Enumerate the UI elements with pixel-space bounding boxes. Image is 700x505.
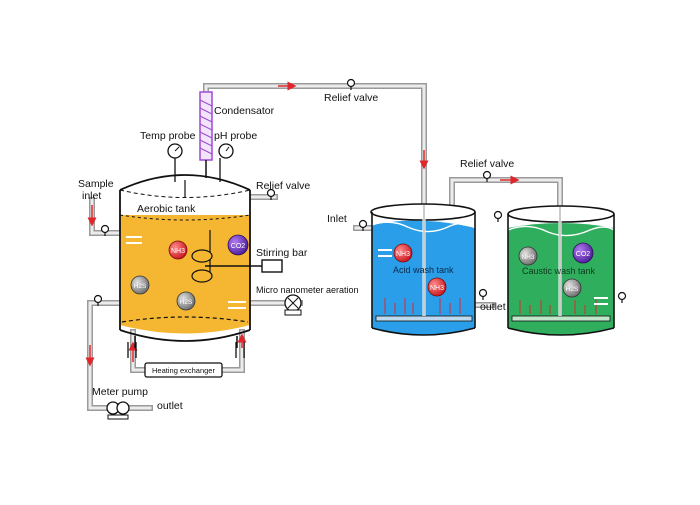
micro-aeration-label: Micro nanometer aeration: [256, 285, 359, 295]
outlet-left-label: outlet: [157, 400, 183, 412]
condensator-label: Condensator: [214, 105, 275, 117]
stirring-bar-label: Stirring bar: [256, 247, 308, 259]
sample-inlet-label-1: Sample: [78, 178, 114, 190]
temp-probe-icon: [167, 143, 183, 182]
ph-probe-icon: [218, 143, 234, 182]
relief-valve-right-label: Relief valve: [460, 158, 515, 170]
inlet-label: Inlet: [327, 213, 347, 225]
valve-markers: [127, 342, 245, 358]
outlet-acid-label: outlet: [480, 301, 506, 313]
heating-exchanger-label: Heating exchanger: [152, 366, 215, 375]
molecule-h2s-caustic: H2S: [562, 278, 582, 298]
co2-label-aerobic: CO2: [231, 243, 246, 250]
relief-valve-top-label: Relief valve: [324, 92, 379, 104]
molecule-co2-aerobic: CO2: [227, 234, 249, 256]
molecule-h2s-aerobic-2: H2S: [176, 291, 196, 311]
molecule-h2s-aerobic-1: H2S: [130, 275, 150, 295]
ph-probe-label: pH probe: [214, 130, 258, 142]
aeration-pump-icon: [284, 294, 302, 316]
stirring-bar: [191, 249, 283, 283]
molecule-nh3-aerobic: NH3: [168, 240, 188, 260]
acid-wash-tank-label: Acid wash tank: [393, 265, 454, 275]
relief-valve-aerobic-label: Relief valve: [256, 180, 311, 192]
h2s-label-aerobic-2: H2S: [180, 299, 193, 306]
caustic-wash-tank-label: Caustic wash tank: [522, 266, 596, 276]
meter-pump-icon: [106, 401, 130, 420]
nh3-label-acid-1: NH3: [396, 251, 410, 258]
nh3-label-aerobic: NH3: [171, 248, 185, 255]
heating-exchanger-icon: [144, 362, 223, 378]
flow-arrows: [85, 81, 520, 367]
sample-inlet-label-2: inlet: [82, 190, 102, 202]
h2s-label-caustic: H2S: [566, 286, 579, 293]
temp-probe-label: Temp probe: [140, 130, 196, 142]
condensator-icon: [199, 91, 213, 178]
molecule-nh3-acid-1: NH3: [393, 243, 413, 263]
meter-pump-label: Meter pump: [92, 386, 149, 398]
co2-label-caustic: CO2: [576, 251, 591, 258]
h2s-label-aerobic-1: H2S: [134, 283, 147, 290]
aerobic-tank: [119, 174, 251, 348]
nh3-label-caustic: NH3: [521, 254, 534, 261]
molecule-nh3-caustic: NH3: [518, 246, 538, 266]
nh3-label-acid-2: NH3: [430, 285, 444, 292]
molecule-co2-caustic: CO2: [572, 242, 594, 264]
molecule-nh3-acid-2: NH3: [427, 277, 447, 297]
valve-icons: [93, 78, 627, 306]
aerobic-tank-label: Aerobic tank: [137, 203, 196, 215]
